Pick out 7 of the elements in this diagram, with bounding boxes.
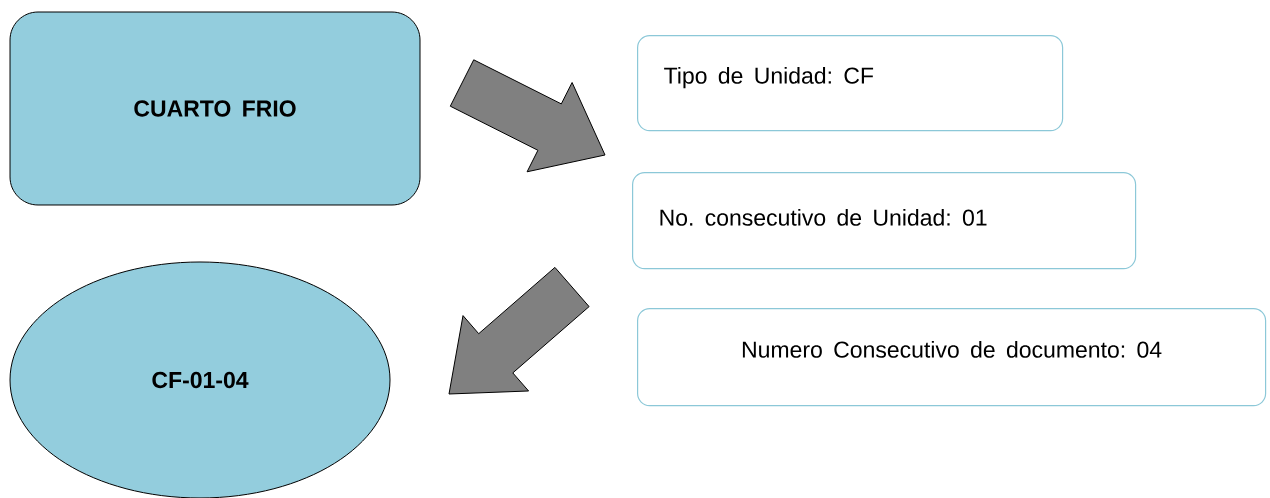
block-arrow — [449, 59, 606, 173]
text-box: Tipo de Unidad: CF — [637, 35, 1064, 132]
ellipse-node: CF-01-04 — [9, 261, 391, 498]
text-box: No. consecutivo de Unidad: 01 — [632, 172, 1137, 270]
block-arrow — [448, 266, 590, 395]
rounded-box: CUARTO FRIO — [9, 11, 421, 206]
text-box: Numero Consecutivo de documento: 04 — [637, 308, 1267, 407]
